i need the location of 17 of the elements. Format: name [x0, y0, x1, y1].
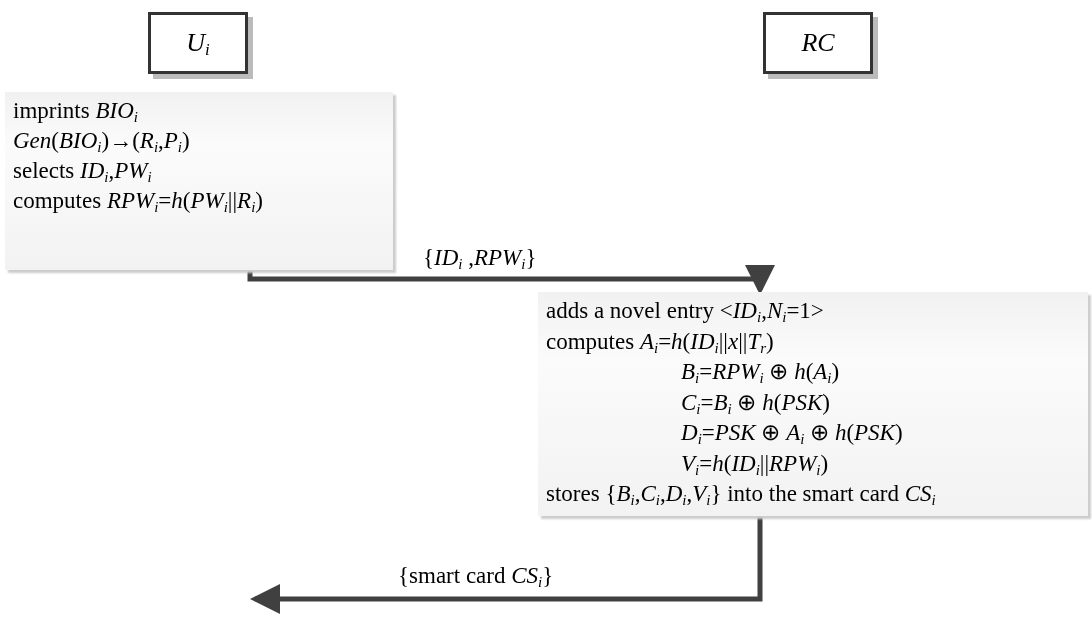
- message-arrow: [250, 516, 763, 614]
- entity-label: U$_{i}$: [186, 28, 210, 58]
- step-text: computes A$_{i}$=h(ID$_{i}$||x||T$_{r}$): [546, 327, 775, 357]
- entity-label: RC: [801, 28, 835, 58]
- message-arrow: [247, 265, 775, 295]
- step-text: V$_{i}$=h(ID$_{i}$||RPW$_{i}$): [680, 449, 830, 479]
- step-text: adds a novel entry <ID$_{i}$,N$_{i}$=1>: [546, 297, 825, 327]
- process-panel: [5, 92, 393, 270]
- step-text: C$_{i}$=B$_{i}$ ⊕ h(PSK): [680, 388, 831, 418]
- step-text: B$_{i}$=RPW$_{i}$ ⊕ h(A$_{i}$): [680, 358, 841, 388]
- process-panel: [538, 292, 1088, 516]
- step-text: selects ID$_{i}$,PW$_{i}$: [13, 157, 153, 186]
- step-text: D$_{i}$=PSK ⊕ A$_{i}$ ⊕ h(PSK): [680, 419, 904, 449]
- step-text: stores {B$_{i}$,C$_{i}$,D$_{i}$,V$_{i}$} into the smart card CS$_{i}$: [546, 480, 937, 510]
- step-text: imprints BIO$_{i}$: [13, 97, 139, 126]
- step-text: Gen(BIO$_{i}$)→(R$_{i}$,P$_{i}$): [13, 127, 191, 156]
- step-text: computes RPW$_{i}$=h(PW$_{i}$||R$_{i}$): [13, 187, 264, 216]
